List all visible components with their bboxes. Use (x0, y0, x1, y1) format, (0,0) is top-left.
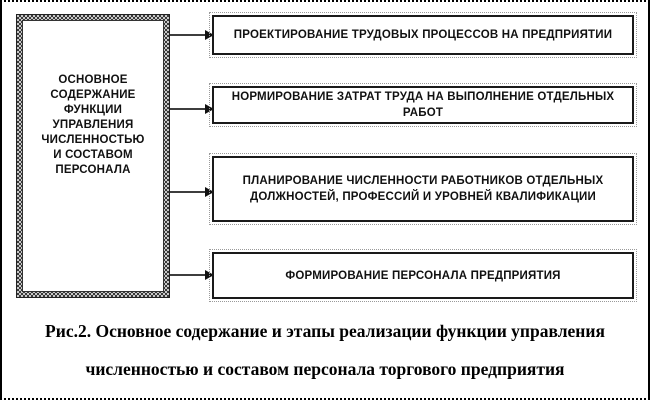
stage-box-design-processes: ПРОЕКТИРОВАНИЕ ТРУДОВЫХ ПРОЦЕССОВ НА ПРЕ… (209, 12, 637, 58)
stage-box-personnel-formation: ФОРМИРОВАНИЕ ПЕРСОНАЛА ПРЕДПРИЯТИЯ (209, 249, 637, 302)
main-function-box-inner: ОСНОВНОЕ СОДЕРЖАНИЕ ФУНКЦИИ УПРАВЛЕНИЯ Ч… (22, 20, 164, 292)
connector-arrow-icon (170, 187, 214, 197)
main-box-text-line: И СОСТАВОМ (53, 149, 133, 161)
stage-box-label: НОРМИРОВАНИЕ ЗАТРАТ ТРУДА НА ВЫПОЛНЕНИЕ … (231, 91, 615, 119)
figure-caption-line-2: численностью и составом персонала торгов… (85, 359, 565, 379)
connector-arrow-icon (170, 104, 214, 114)
main-box-text-line: ПЕРСОНАЛА (55, 164, 131, 176)
connector-arrow-icon (170, 270, 214, 280)
stage-box-label: ФОРМИРОВАНИЕ ПЕРСОНАЛА ПРЕДПРИЯТИЯ (285, 269, 561, 282)
main-box-text-line: ЧИСЛЕННОСТЬЮ (41, 134, 145, 146)
main-box-text-line: ОСНОВНОЕ (58, 74, 128, 86)
figure-caption: Рис.2. Основное содержание и этапы реали… (2, 312, 648, 388)
stage-box-labor-norming: НОРМИРОВАНИЕ ЗАТРАТ ТРУДА НА ВЫПОЛНЕНИЕ … (209, 83, 637, 127)
figure-caption-line-1: Рис.2. Основное содержание и этапы реали… (45, 321, 605, 341)
connector-arrow-icon (170, 30, 214, 40)
stage-box-headcount-planning: ПЛАНИРОВАНИЕ ЧИСЛЕННОСТИ РАБОТНИКОВ ОТДЕ… (209, 153, 637, 225)
stage-box-label: ПЛАНИРОВАНИЕ ЧИСЛЕННОСТИ РАБОТНИКОВ ОТДЕ… (242, 175, 604, 203)
main-function-box: ОСНОВНОЕ СОДЕРЖАНИЕ ФУНКЦИИ УПРАВЛЕНИЯ Ч… (16, 14, 170, 298)
stage-box-label: ПРОЕКТИРОВАНИЕ ТРУДОВЫХ ПРОЦЕССОВ НА ПРЕ… (233, 29, 613, 41)
main-box-text-line: СОДЕРЖАНИЕ (50, 89, 136, 101)
main-box-text-line: ФУНКЦИИ (63, 104, 123, 116)
main-box-text-line: УПРАВЛЕНИЯ (52, 119, 134, 131)
